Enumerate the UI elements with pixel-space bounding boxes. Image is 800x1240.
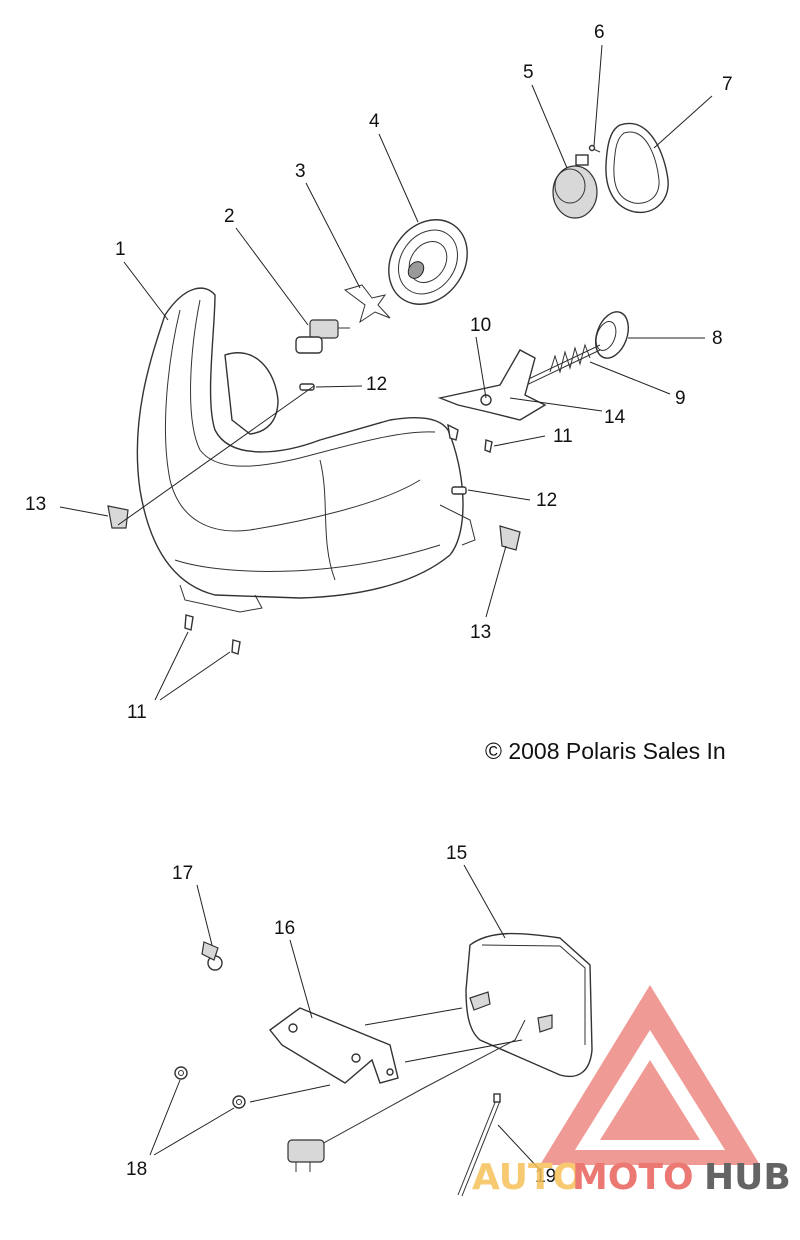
lens-cap bbox=[552, 154, 598, 219]
seal-boot bbox=[388, 219, 468, 305]
callout-6: 6 bbox=[594, 22, 605, 43]
callout-2: 2 bbox=[224, 206, 235, 227]
callout-14: 14 bbox=[604, 407, 626, 428]
callout-4: 4 bbox=[369, 111, 380, 132]
bolt bbox=[299, 383, 467, 495]
bulb bbox=[295, 319, 350, 354]
watermark-moto: MOTO bbox=[572, 1157, 694, 1198]
callout-8: 8 bbox=[712, 328, 723, 349]
callout-11a: 11 bbox=[553, 426, 573, 447]
callout-13a: 13 bbox=[25, 494, 46, 515]
callout-12b: 12 bbox=[536, 490, 557, 511]
spring bbox=[549, 343, 591, 374]
callout-15: 15 bbox=[446, 843, 467, 864]
callout-16: 16 bbox=[274, 918, 295, 939]
callout-13b: 13 bbox=[470, 622, 491, 643]
leader-lines bbox=[59, 44, 713, 701]
pin-fastener bbox=[184, 423, 493, 655]
screw bbox=[588, 144, 601, 153]
callout-12a: 12 bbox=[366, 374, 387, 395]
callout-11b: 11 bbox=[127, 702, 147, 723]
callout-18: 18 bbox=[126, 1159, 147, 1180]
adjuster-bracket bbox=[437, 349, 547, 421]
adjuster-knob bbox=[594, 311, 630, 359]
callout-10: 10 bbox=[470, 315, 491, 336]
automotohub-watermark: AUTO MOTO HUB bbox=[472, 985, 791, 1198]
mounting-bracket bbox=[268, 1007, 399, 1084]
callout-9: 9 bbox=[675, 388, 686, 409]
headlight-housing bbox=[136, 287, 476, 613]
watermark-auto: AUTO bbox=[472, 1157, 583, 1198]
callout-7: 7 bbox=[722, 74, 733, 95]
copyright-text: © 2008 Polaris Sales In bbox=[485, 738, 726, 764]
callout-labels: 1 2 3 4 5 6 7 8 9 10 12 14 11 12 13 13 1… bbox=[25, 22, 733, 1187]
callout-19: 19 bbox=[535, 1166, 556, 1187]
leader-lines-lower bbox=[149, 864, 541, 1171]
watermark-hub: HUB bbox=[704, 1157, 791, 1198]
control-module bbox=[465, 932, 593, 1077]
washer bbox=[174, 1066, 246, 1109]
push-clip bbox=[201, 941, 223, 971]
clip-nut bbox=[107, 505, 521, 551]
gasket bbox=[605, 122, 669, 214]
callout-1: 1 bbox=[115, 239, 126, 260]
callout-5: 5 bbox=[523, 62, 534, 83]
retaining-clip bbox=[343, 284, 391, 324]
wire-connector bbox=[287, 1019, 526, 1172]
callout-3: 3 bbox=[295, 161, 306, 182]
cable-tie bbox=[457, 1093, 501, 1197]
callout-17: 17 bbox=[172, 863, 193, 884]
